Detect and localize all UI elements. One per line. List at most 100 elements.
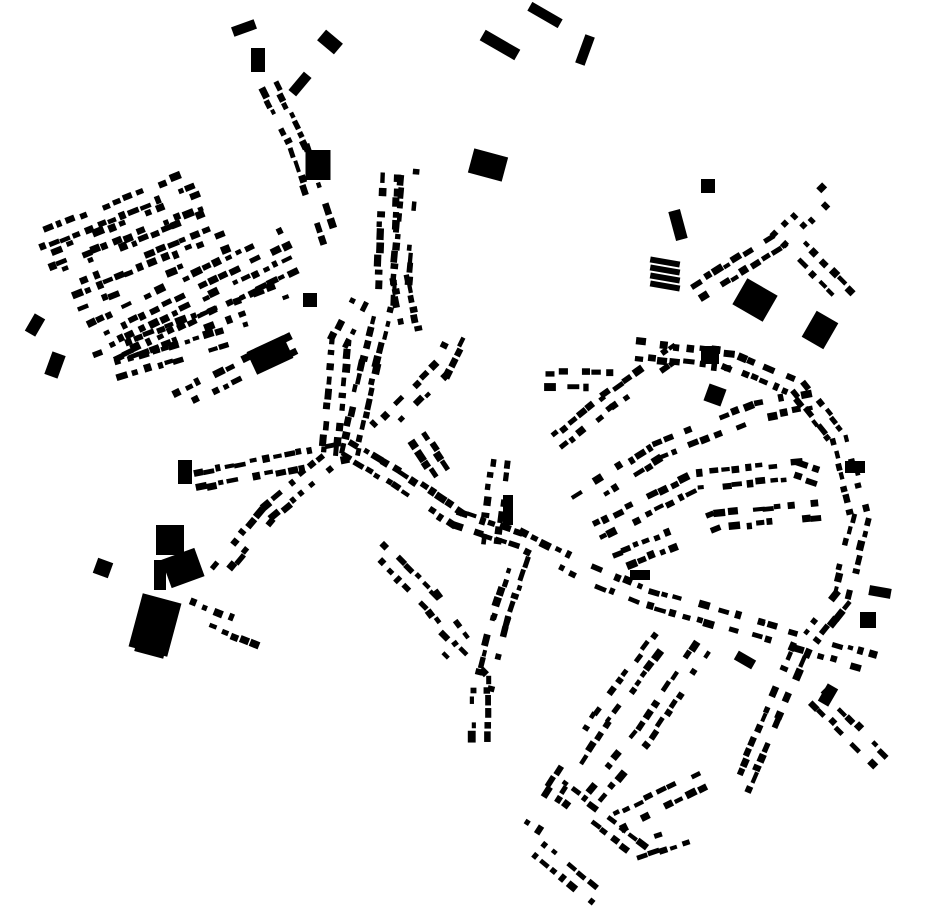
- building: [369, 315, 377, 325]
- building: [560, 799, 572, 810]
- building: [689, 667, 698, 676]
- building: [772, 382, 780, 392]
- building: [737, 264, 750, 276]
- building: [107, 216, 117, 225]
- building: [849, 741, 861, 754]
- building: [499, 625, 509, 638]
- building: [61, 265, 69, 272]
- building: [201, 604, 208, 612]
- building: [391, 288, 401, 296]
- building: [411, 201, 417, 211]
- building: [845, 508, 854, 516]
- building: [613, 460, 624, 471]
- building: [397, 469, 410, 480]
- building: [228, 265, 242, 277]
- building: [610, 834, 621, 845]
- building: [670, 480, 680, 490]
- building: [385, 477, 394, 486]
- building: [502, 615, 512, 629]
- building: [107, 222, 118, 233]
- building: [644, 509, 653, 518]
- building: [739, 757, 750, 769]
- building: [363, 339, 372, 350]
- building: [251, 48, 265, 72]
- building: [833, 725, 844, 737]
- building: [419, 481, 430, 491]
- building: [120, 321, 129, 330]
- building: [854, 467, 861, 476]
- building: [755, 476, 766, 485]
- building: [600, 514, 610, 525]
- building: [590, 819, 602, 830]
- building: [841, 600, 852, 611]
- building: [684, 488, 698, 498]
- building: [176, 321, 187, 332]
- building: [209, 560, 220, 571]
- building: [846, 525, 853, 535]
- building: [113, 357, 122, 366]
- building: [208, 622, 218, 630]
- building: [147, 317, 161, 330]
- building: [338, 392, 347, 399]
- building: [240, 352, 253, 364]
- building: [735, 422, 747, 431]
- building: [498, 522, 512, 533]
- building: [611, 703, 622, 715]
- building: [594, 583, 607, 593]
- building: [160, 345, 170, 352]
- building: [397, 415, 406, 423]
- building: [197, 280, 209, 290]
- building: [766, 411, 779, 422]
- building: [660, 680, 672, 693]
- building: [102, 276, 114, 285]
- building: [87, 256, 94, 264]
- building: [567, 570, 577, 579]
- building: [742, 400, 756, 412]
- building: [396, 212, 403, 222]
- building: [286, 267, 300, 279]
- building: [380, 172, 385, 184]
- building: [598, 532, 608, 540]
- building: [850, 513, 858, 524]
- building: [322, 202, 333, 216]
- building: [766, 517, 773, 526]
- building: [864, 517, 872, 527]
- building: [621, 805, 631, 814]
- building: [844, 714, 856, 726]
- building: [181, 208, 196, 220]
- building: [501, 578, 510, 588]
- building: [829, 654, 838, 663]
- building: [502, 472, 510, 482]
- building: [201, 226, 211, 235]
- building: [653, 831, 663, 839]
- building: [118, 219, 127, 227]
- building: [828, 716, 838, 727]
- building: [466, 511, 477, 519]
- building: [649, 280, 681, 292]
- building: [144, 208, 153, 217]
- building: [154, 202, 166, 213]
- building: [613, 573, 622, 583]
- building: [595, 414, 605, 423]
- building: [326, 217, 338, 230]
- building: [752, 763, 762, 773]
- building: [497, 510, 505, 524]
- building: [684, 787, 698, 800]
- building: [64, 214, 76, 225]
- building: [670, 448, 678, 456]
- building: [55, 257, 68, 267]
- building: [540, 840, 549, 849]
- building: [322, 420, 330, 431]
- building: [575, 34, 595, 66]
- building: [83, 224, 95, 235]
- building: [510, 592, 520, 600]
- building: [403, 562, 415, 575]
- building: [803, 628, 811, 636]
- building: [347, 439, 360, 450]
- building: [750, 771, 759, 784]
- building: [224, 254, 233, 262]
- building: [79, 211, 88, 220]
- building: [270, 108, 276, 116]
- building: [668, 608, 677, 618]
- building: [667, 542, 679, 554]
